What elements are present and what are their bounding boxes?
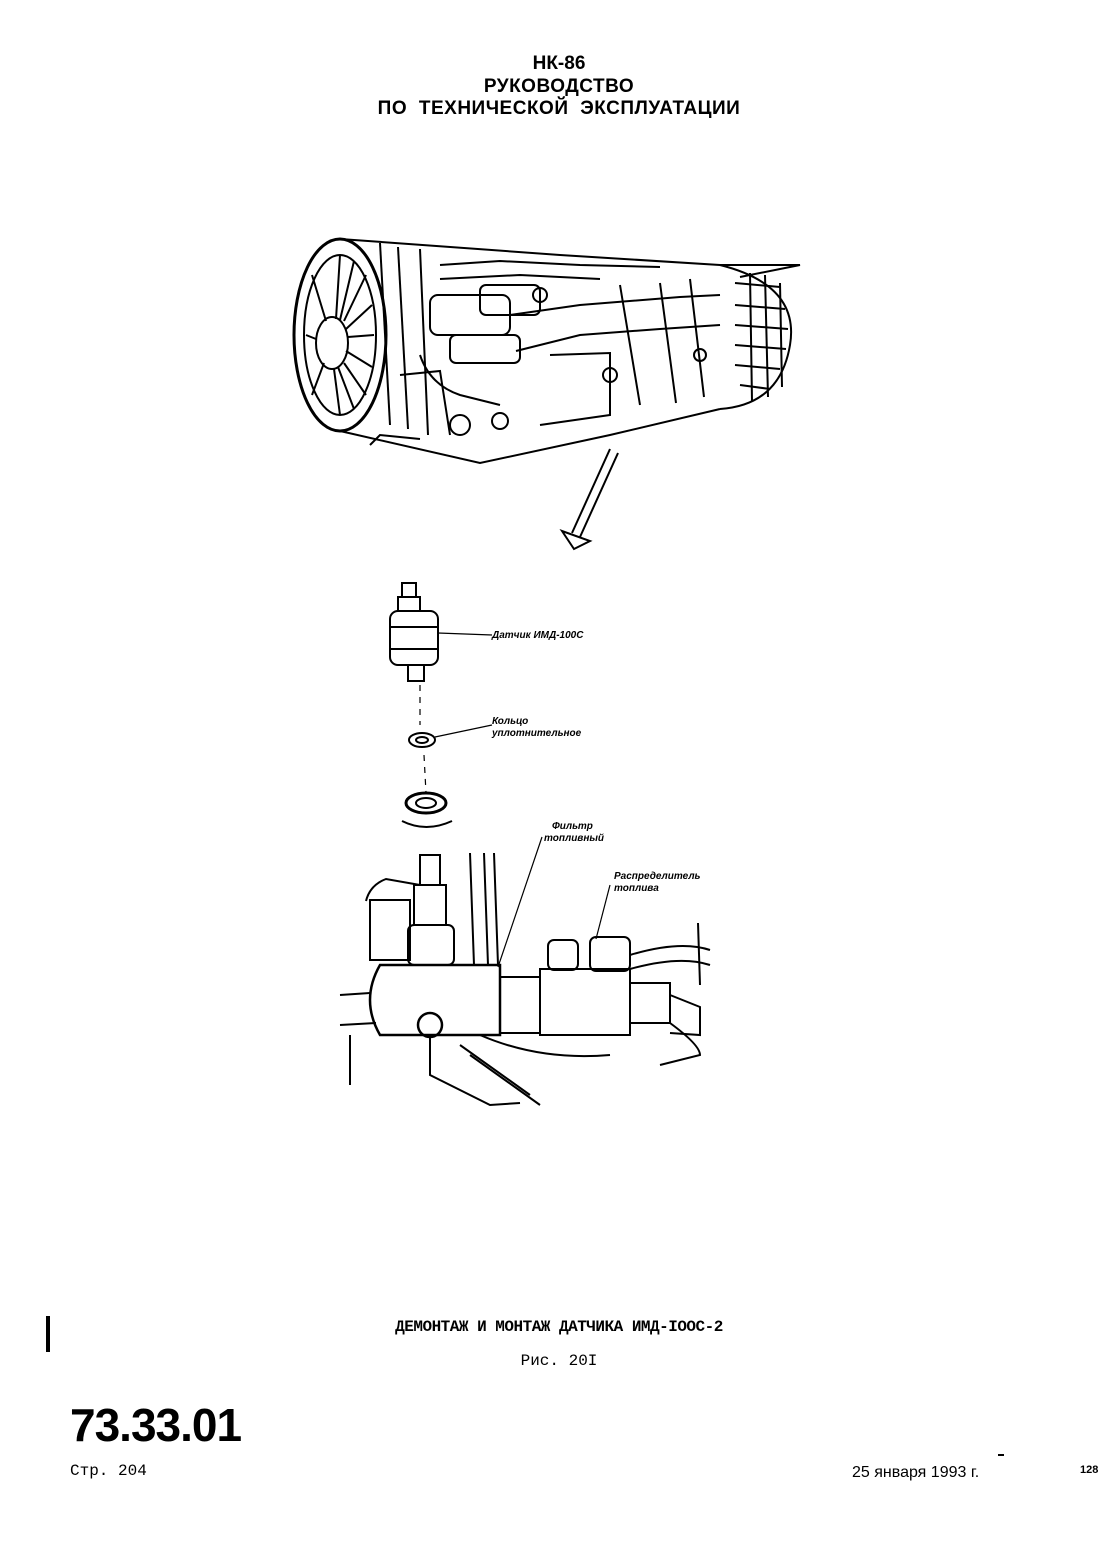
revision-bar (46, 1316, 50, 1352)
fuel-unit-assembly (339, 852, 711, 1107)
sensor-callout: Датчик ИМД-100С (491, 630, 584, 641)
figure-number: Рис. 20I (520, 1352, 598, 1370)
distributor-callout-line2: топлива (614, 883, 659, 894)
sensor-part (389, 582, 493, 682)
socket-part (401, 791, 453, 828)
distributor-callout-line1: Распределитель (614, 871, 701, 882)
filter-callout-line1: Фильтр (552, 821, 593, 832)
figure-caption: ДЕМОНТАЖ И МОНТАЖ ДАТЧИКА ИМД-IOOC-2 (395, 1318, 723, 1336)
ring-callout-line2: уплотнительное (491, 728, 582, 739)
pointer-arrow (559, 448, 619, 551)
document-header: НК-86 РУКОВОДСТВО ПО ТЕХНИЧЕСКОЙ ЭКСПЛУА… (0, 52, 1118, 120)
chapter-number: 73.33.01 (70, 1399, 242, 1451)
page-number: Стр. 204 (70, 1462, 147, 1480)
filter-callout-line2: топливный (544, 833, 604, 844)
date-mark (998, 1454, 1004, 1456)
engine-illustration: Датчик ИМД-100С Кольцо уплотнительное Фи… (292, 237, 801, 1107)
engine-model: НК-86 (532, 53, 586, 74)
ring-callout-line1: Кольцо (492, 716, 528, 727)
manual-title-line2: ПО ТЕХНИЧЕСКОЙ ЭКСПЛУАТАЦИИ (377, 98, 741, 119)
sheet-number: 128 (1080, 1464, 1099, 1476)
manual-title-line1: РУКОВОДСТВО (483, 76, 635, 97)
issue-date: 25 января 1993 г. (852, 1464, 980, 1481)
o-ring-part (408, 724, 493, 748)
engine-drawing (292, 237, 801, 465)
